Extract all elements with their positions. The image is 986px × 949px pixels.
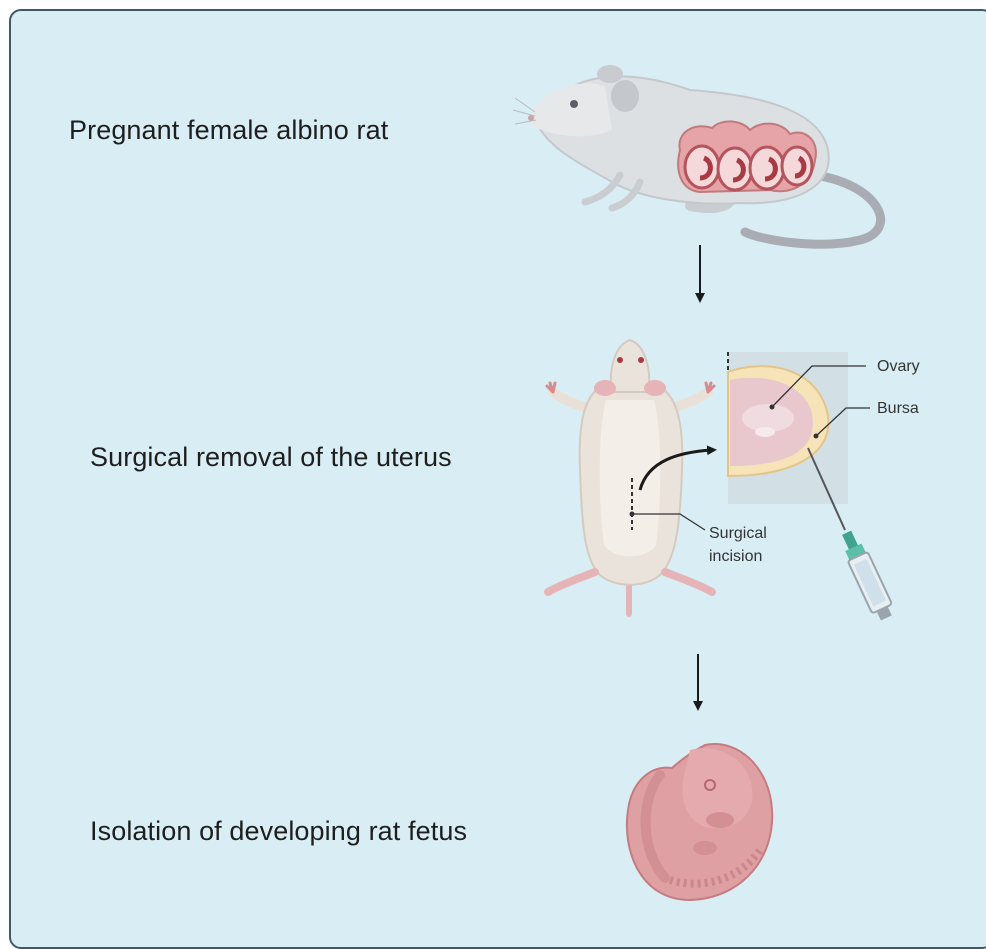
annotation-ovary: Ovary bbox=[877, 358, 920, 375]
annotation-surgical-incision-line2: incision bbox=[709, 548, 762, 565]
ovary-icon bbox=[728, 352, 870, 504]
embryo-icon bbox=[627, 744, 772, 900]
rat-supine-icon bbox=[547, 340, 714, 617]
rat-icon bbox=[513, 65, 881, 244]
annotation-bursa: Bursa bbox=[877, 400, 919, 417]
uterus-with-fetuses bbox=[678, 121, 816, 192]
annotation-surgical-incision-line1: Surgical bbox=[709, 525, 767, 542]
